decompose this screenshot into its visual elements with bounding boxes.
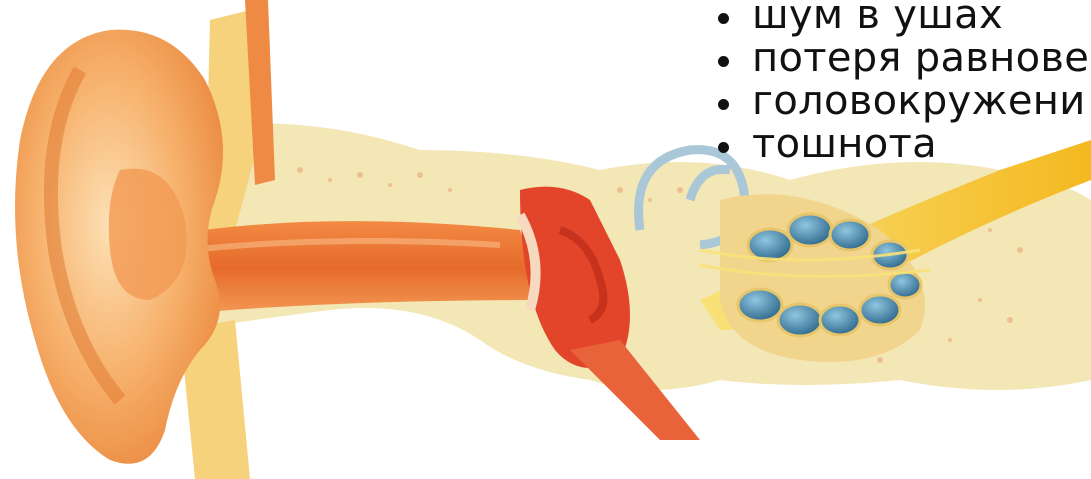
symptom-item: головокружени xyxy=(706,80,1089,123)
symptom-list: шум в ушах потеря равнове головокружени … xyxy=(706,0,1089,166)
symptom-item: потеря равнове xyxy=(706,37,1089,80)
symptom-item: тошнота xyxy=(706,123,1089,166)
symptom-item: шум в ушах xyxy=(706,0,1089,37)
